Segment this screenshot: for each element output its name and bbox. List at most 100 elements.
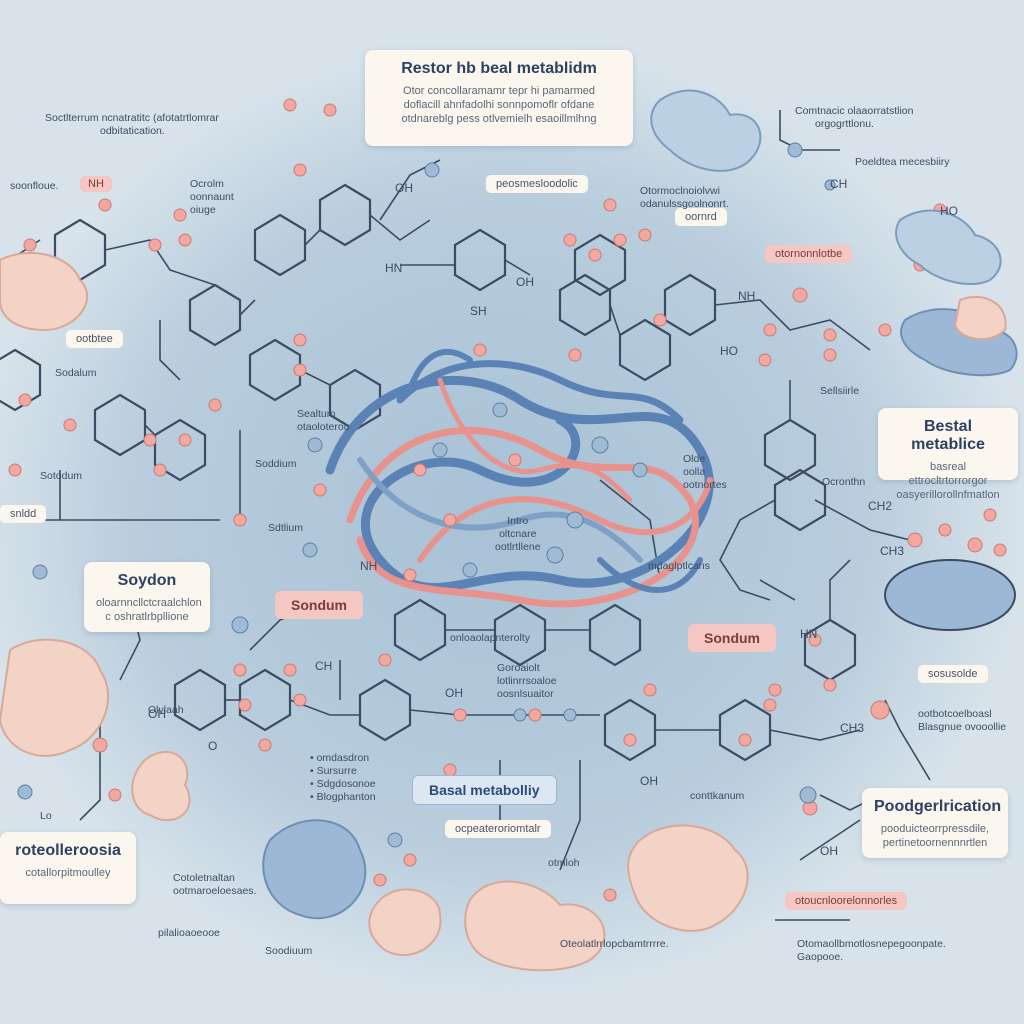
card-title: roteolleroosia (15, 842, 121, 859)
atom-label: OH (148, 707, 166, 721)
note-line: Otomaollbmotlosnepegoonpate. (797, 938, 946, 950)
note-line: oonnaunt (190, 191, 234, 203)
sodium-label-left: Sondum (275, 591, 363, 619)
blob-pink (368, 888, 442, 956)
card-line: oasyerillorollnfmatlon (896, 489, 1000, 501)
ring (318, 183, 372, 247)
note: Intro oltcnare ootlrtllene (495, 515, 541, 554)
card-title: Bestal metablice (911, 418, 985, 453)
protein-tangle (325, 348, 714, 608)
atom-label: NH (738, 289, 756, 303)
card-poodgerlrication: Poodgerlrication pooduicteorrpressdile, … (862, 788, 1008, 858)
note-line: Cotoletnaltan (173, 872, 235, 884)
note-line: Soctlterrum ncnatratitc (afotatrtlomrar (45, 112, 219, 124)
card-line: Otor concollaramamr tepr hi pamarmed (403, 85, 595, 97)
atom-label: CH (315, 659, 333, 673)
blob-pink (464, 880, 606, 972)
note-line: ootbotcoelboasl (918, 708, 992, 720)
atom-label: HN (800, 627, 818, 641)
atom-label: CH3 (840, 721, 865, 735)
ring (248, 338, 302, 402)
sodium-label-right: Sondum (688, 624, 776, 652)
note: mdaglptlcans (648, 560, 710, 572)
card-restor: Restor hb beal metablidm Otor concollara… (365, 50, 633, 146)
note: Sotodum (40, 470, 83, 482)
card-bestal: Bestal metablice basreal ettrocltrtorror… (878, 408, 1018, 501)
note: Otomaollbmotlosnepegoonpate. Gaopooe. (797, 938, 946, 964)
note: conttkanum (690, 790, 745, 802)
note: onloaolapnterolty (450, 632, 530, 644)
note: Soodiuum (265, 945, 313, 957)
note-line: oiuge (190, 204, 216, 216)
note: Ocronthn (822, 476, 866, 488)
bullet-text: omdasdron (316, 752, 370, 764)
bullet-text: Sursurre (316, 765, 357, 777)
card-line: pooduicteorrpressdile, (880, 823, 990, 835)
note-line: Goroaiolt (497, 662, 540, 674)
blob-pink (0, 252, 88, 332)
atom-label: CH2 (868, 499, 893, 513)
note-line: Blasgnue ovooollie (918, 721, 1007, 733)
macromolecule-blobs (0, 89, 1018, 972)
bullet-text: Sdgdosonoe (316, 778, 376, 790)
cream-tag: ocpeateroriomtalr (445, 820, 551, 838)
ring (773, 468, 827, 532)
ring (0, 348, 42, 412)
note-line: Intro (507, 515, 529, 527)
note: Soctlterrum ncnatratitc (afotatrtlomrar … (45, 112, 219, 138)
card-title: Soydon (117, 572, 177, 589)
note: Goroaiolt lotlinrrsoaloe oosnlsuaitor (497, 662, 557, 701)
cream-tag: peosmesloodolic (486, 175, 588, 193)
note-line: Otormoclnoiolvwi (640, 185, 720, 197)
bullet-item: • Sursurre (310, 765, 357, 777)
note: Lo (40, 810, 52, 822)
note-line: ootmaroeloesaes. (173, 885, 257, 897)
note-line: Sealtum (297, 408, 336, 420)
note-line: lotlinrrsoaloe (497, 675, 557, 687)
ring (393, 598, 447, 662)
note-line: ootlrtllene (495, 541, 541, 553)
note: Oteolatlrrlopcbamtrrrre. (560, 938, 669, 950)
note-line: otaoloteroo (297, 421, 350, 433)
note-line: oolla (683, 466, 706, 478)
note: Olvlaah (148, 704, 184, 716)
atom-label: OH (395, 181, 413, 195)
atom-label: OH (820, 844, 838, 858)
atom-label: OH (640, 774, 658, 788)
atom-label: SH (470, 304, 487, 318)
bullet-item: • Sdgdosonoe (310, 778, 376, 790)
note: Comtnacic olaaorratstlion orgogrttlonu. (795, 105, 913, 131)
blob-pink (627, 824, 749, 932)
note-line: orgogrttlonu. (815, 118, 874, 130)
note-line: Ocrolm (190, 178, 224, 190)
blob-pink (0, 638, 110, 757)
cream-tag: ootbtee (66, 330, 123, 348)
note-line: oltcnare (499, 528, 537, 540)
pink-tag: otoucnloorelonnorles (785, 892, 908, 910)
bullet-text: Blogphanton (316, 791, 376, 803)
atom-label: O (208, 739, 218, 753)
atom-label: OH (445, 686, 463, 700)
bullet-item: • Blogphanton (310, 791, 376, 803)
atom-label: NH (360, 559, 378, 573)
note: Soddium (255, 458, 297, 470)
ring (238, 668, 292, 732)
card-line: cotallorpitmoulley (25, 867, 111, 879)
ring (358, 678, 412, 742)
blob-blue (895, 209, 1002, 285)
note-line: oosnlsuaitor (497, 688, 554, 700)
bullet-list: • omdasdron • Sursurre • Sdgdosonoe • Bl… (310, 752, 376, 804)
atom-label: OH (516, 275, 534, 289)
ring (573, 233, 627, 297)
note: Olde oolla ootnortes (683, 453, 727, 492)
ring (93, 393, 147, 457)
card-line: oloarnncllctcraalchlon (96, 597, 202, 609)
card-title: Restor hb beal metablidm (401, 60, 597, 77)
card-line: c oshratlrbpllione (105, 611, 189, 623)
atom-label: CH3 (880, 544, 905, 558)
card-line: doflacill ahnfadolhi sonnpomoflr ofdane (403, 99, 595, 111)
atom-label: CH (830, 177, 848, 191)
atom-label: HN (385, 261, 403, 275)
ring (453, 228, 507, 292)
ring (763, 418, 817, 482)
